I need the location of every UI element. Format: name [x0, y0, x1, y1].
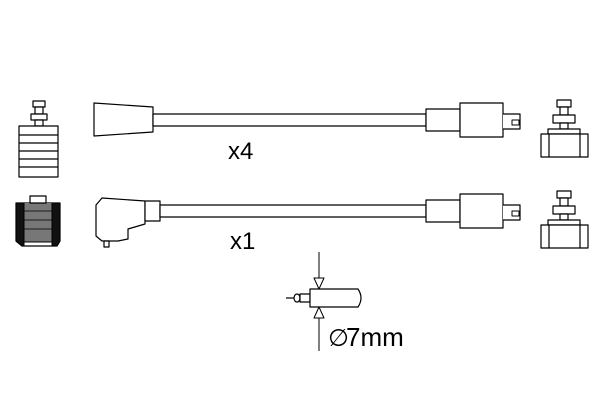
angled-boot-cable [95, 193, 521, 248]
cable-quantity-label: x1 [230, 228, 255, 255]
angled-boot-cross-section-icon [15, 195, 61, 247]
cable-cross-section-icon [286, 288, 362, 308]
diameter-dimension-arrows [313, 252, 325, 351]
diameter-value: 7mm [346, 322, 404, 352]
straight-boot-cable [93, 102, 521, 138]
cable-quantity-label: x4 [228, 138, 253, 165]
straight-spark-plug-boot-icon [18, 100, 59, 178]
distributor-terminal-icon [540, 99, 589, 158]
distributor-terminal-icon [540, 190, 589, 249]
diameter-symbol: ∅ [328, 325, 349, 352]
